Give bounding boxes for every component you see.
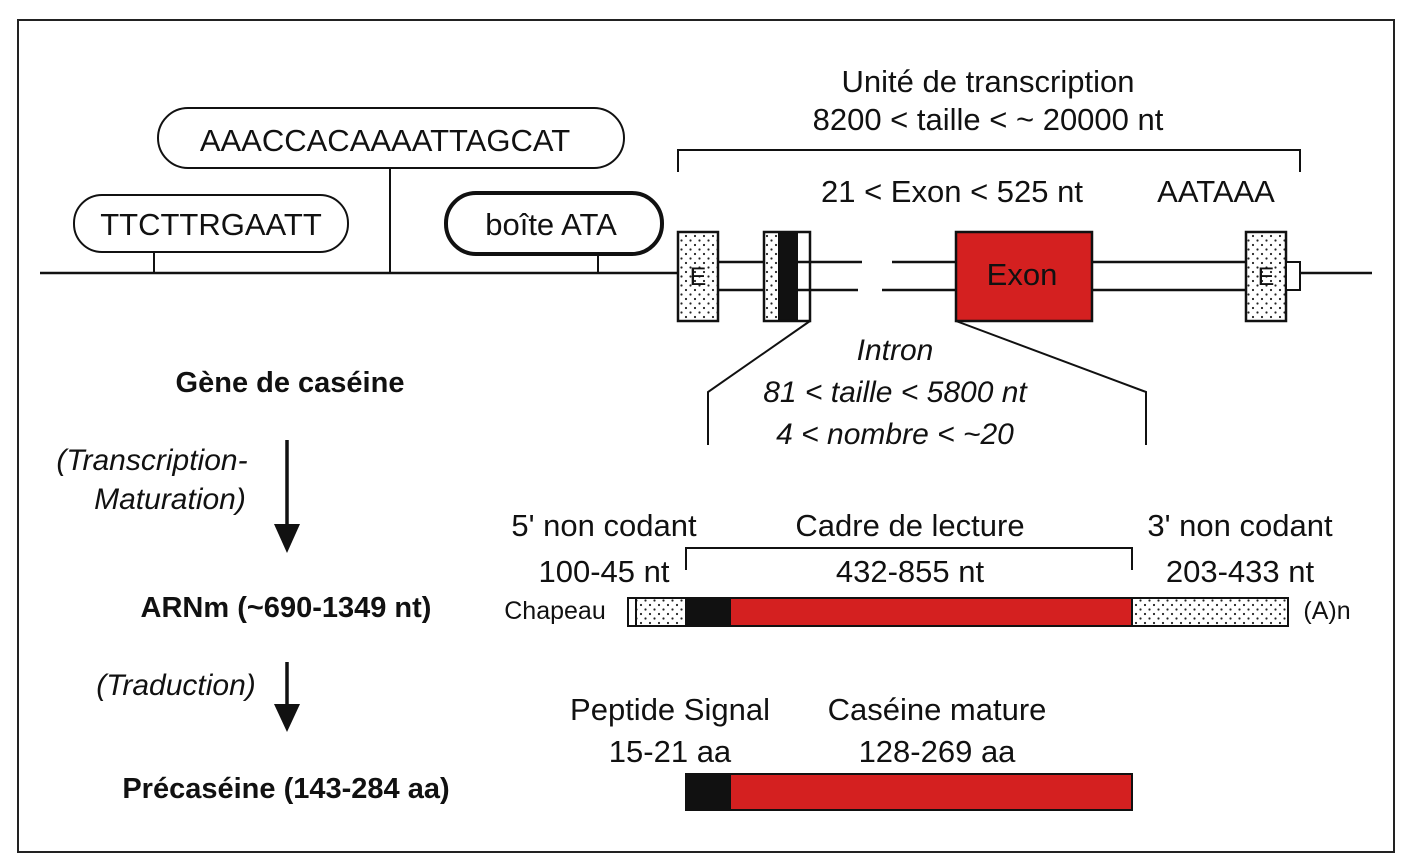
gene-name: Gène de caséine (176, 367, 405, 399)
mrna-cap (627, 597, 637, 627)
orf-bracket (685, 547, 1133, 570)
mature-casein-size: 128-269 aa (859, 734, 1017, 769)
seq-top-box (157, 107, 625, 169)
five-utr-label: 5' non codant (511, 508, 697, 543)
second-exon-signal (778, 232, 798, 321)
intron-zoom-right (955, 320, 1147, 445)
protein-name: Précaséine (143-284 aa) (122, 773, 449, 805)
last-exon-label: E (1258, 263, 1275, 291)
seq-left-text: TTCTTRGAATT (100, 207, 322, 242)
ata-box (444, 191, 664, 256)
cap-label: Chapeau (504, 597, 605, 625)
mrna-signal-region (685, 597, 731, 627)
signal-peptide-label: Peptide Signal (570, 692, 770, 727)
mrna-name: ARNm (~690-1349 nt) (141, 592, 432, 624)
figure-frame (17, 19, 1395, 853)
mrna-three-utr-dotted (1131, 597, 1289, 627)
intron-title: Intron (857, 334, 934, 367)
intron-count: 4 < nombre < ~20 (776, 418, 1014, 451)
protein-signal-bar (685, 773, 731, 811)
seq-top-text: AAACCACAAAATTAGCAT (200, 123, 570, 158)
orf-size: 432-855 nt (836, 554, 985, 589)
three-utr-label: 3' non codant (1147, 508, 1333, 543)
first-exon-label: E (690, 263, 707, 291)
orf-label: Cadre de lecture (795, 508, 1024, 543)
signal-peptide-size: 15-21 aa (609, 734, 732, 769)
mature-casein-label: Caséine mature (828, 692, 1047, 727)
polya-label: (A)n (1303, 597, 1350, 625)
transcription-step-line2: Maturation) (94, 483, 246, 516)
transcription-unit-bracket (677, 149, 1301, 172)
transcription-unit-size: 8200 < taille < ~ 20000 nt (813, 102, 1164, 137)
first-exon-box (676, 230, 720, 323)
second-exon-box (762, 230, 812, 323)
mrna-five-utr-dotted (635, 597, 687, 627)
seq-left-box (73, 194, 349, 253)
three-utr-size: 203-433 nt (1166, 554, 1315, 589)
intron-zoom-left (707, 320, 811, 445)
five-utr-size: 100-45 nt (539, 554, 670, 589)
transcription-unit-title: Unité de transcription (842, 64, 1135, 99)
exon-range-label: 21 < Exon < 525 nt (821, 174, 1083, 209)
transcription-step-line1: (Transcription- (56, 444, 247, 477)
translation-step: (Traduction) (96, 669, 256, 702)
intron-size: 81 < taille < 5800 nt (763, 376, 1028, 409)
ata-box-text: boîte ATA (485, 207, 617, 242)
arrow-head-1 (274, 524, 300, 553)
exon-box (954, 230, 1094, 323)
arrow-head-2 (274, 704, 300, 732)
last-exon-tail (1285, 261, 1301, 291)
mrna-orf-region (729, 597, 1133, 627)
exon-label: Exon (987, 257, 1058, 292)
protein-mature-bar (729, 773, 1133, 811)
second-exon-dotted (764, 232, 778, 321)
polya-signal-label: AATAAA (1157, 174, 1275, 209)
